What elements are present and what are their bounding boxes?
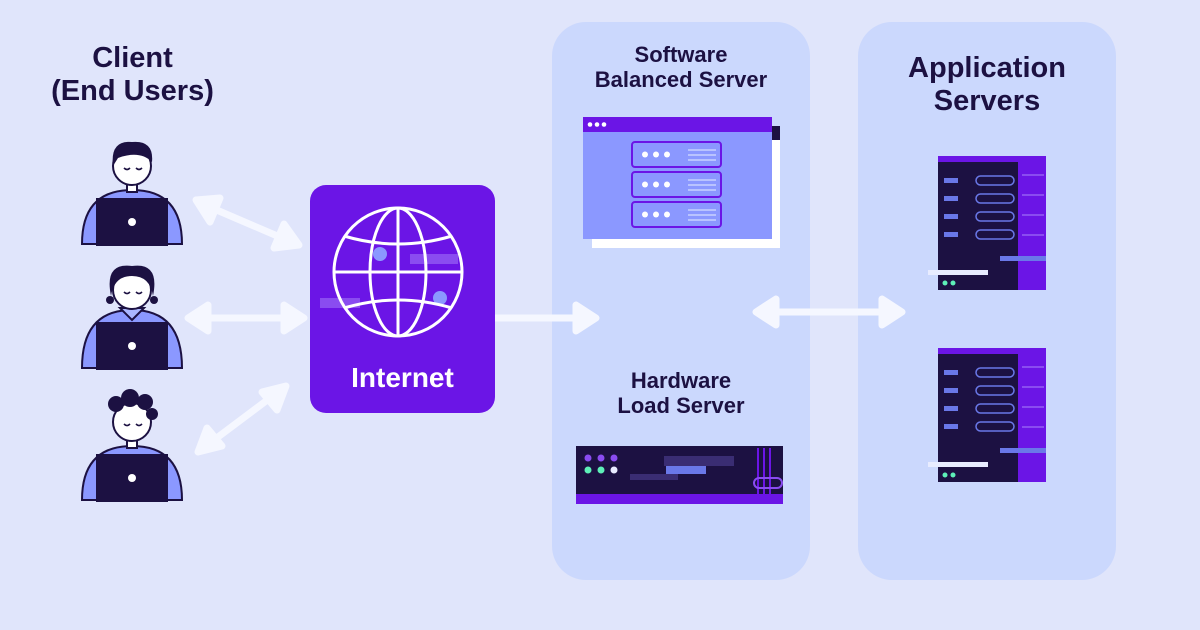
internet-node	[310, 185, 495, 413]
client-title-line-2: (End Users)	[51, 75, 214, 108]
client-user-3	[80, 389, 184, 502]
globe-icon	[332, 206, 464, 338]
arrow-user1-internet	[192, 194, 303, 252]
server-rack-row-3	[631, 201, 722, 228]
server-rack-row-1	[631, 141, 722, 168]
application-server-1	[928, 156, 1046, 290]
software-balanced-server-title: Software Balanced Server	[552, 42, 810, 93]
server-rack-row-2	[631, 171, 722, 198]
internet-label: Internet	[351, 362, 454, 393]
arrows	[184, 194, 906, 456]
software-server-window	[583, 117, 780, 248]
software-title-line-1: Software	[634, 42, 728, 67]
hardware-title-line-2: Load Server	[617, 393, 745, 419]
arrow-user3-internet	[194, 382, 290, 456]
client-title: Client (End Users)	[20, 42, 245, 109]
arrow-balancer-app	[752, 295, 906, 329]
client-title-line-1: Client	[92, 42, 173, 74]
client-user-2	[80, 265, 184, 370]
application-title-line-1: Application	[908, 52, 1066, 84]
hardware-load-server-title: Hardware Load Server	[552, 368, 810, 419]
hardware-title-line-1: Hardware	[630, 368, 732, 393]
software-title-line-2: Balanced Server	[594, 67, 768, 93]
hardware-load-server	[576, 446, 783, 504]
application-servers-title: Application Servers	[858, 52, 1116, 119]
application-server-2	[928, 348, 1046, 482]
application-title-line-2: Servers	[933, 85, 1041, 118]
application-servers-panel	[858, 22, 1116, 580]
client-user-1	[80, 141, 184, 246]
arrow-user2-internet	[184, 301, 308, 335]
